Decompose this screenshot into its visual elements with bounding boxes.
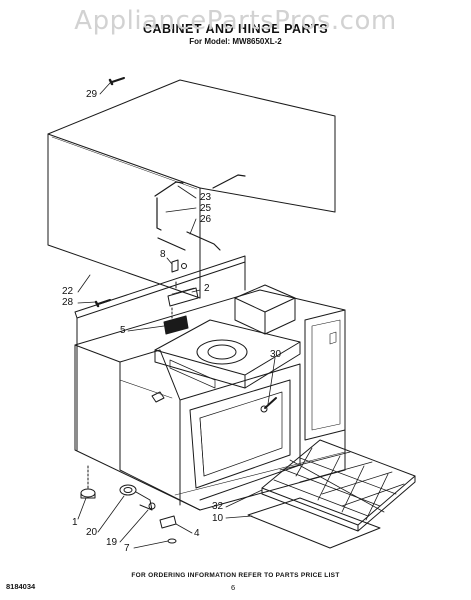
leader-lines xyxy=(77,82,276,549)
callout-10: 10 xyxy=(212,513,224,524)
callout-22: 22 xyxy=(62,286,74,297)
callout-29: 29 xyxy=(86,89,98,100)
turntable-rack xyxy=(247,439,416,549)
callout-28: 28 xyxy=(62,297,74,308)
callout-4: 4 xyxy=(194,528,200,539)
top-deck xyxy=(154,284,301,389)
diagram-title: CABINET AND HINGE PARTS xyxy=(142,22,329,36)
callout-8: 8 xyxy=(160,249,166,260)
hinge-bracket xyxy=(151,259,199,403)
callout-23: 23 xyxy=(200,192,212,203)
front-face xyxy=(119,349,346,506)
callout-5: 5 xyxy=(120,325,126,336)
callout-20: 20 xyxy=(86,527,98,538)
callout-2: 2 xyxy=(204,283,210,294)
hinge-rods xyxy=(154,174,246,251)
screws xyxy=(94,77,277,413)
callout-30: 30 xyxy=(270,349,282,360)
feet-and-fittings xyxy=(80,465,177,544)
document-code: 8184034 xyxy=(6,582,36,591)
ordering-info-note: FOR ORDERING INFORMATION REFER TO PARTS … xyxy=(131,572,340,579)
callout-25: 25 xyxy=(200,203,212,214)
callout-1: 1 xyxy=(72,517,78,528)
side-panel xyxy=(74,255,246,451)
outer-cabinet-wrapper xyxy=(47,79,336,299)
oven-chassis xyxy=(74,289,346,511)
callout-19: 19 xyxy=(106,537,118,548)
callout-32: 32 xyxy=(212,501,224,512)
callout-26: 26 xyxy=(200,214,212,225)
page-number: 6 xyxy=(231,583,236,592)
model-subtitle: For Model: MW8650XL-2 xyxy=(189,37,282,46)
callout-7: 7 xyxy=(124,543,130,554)
